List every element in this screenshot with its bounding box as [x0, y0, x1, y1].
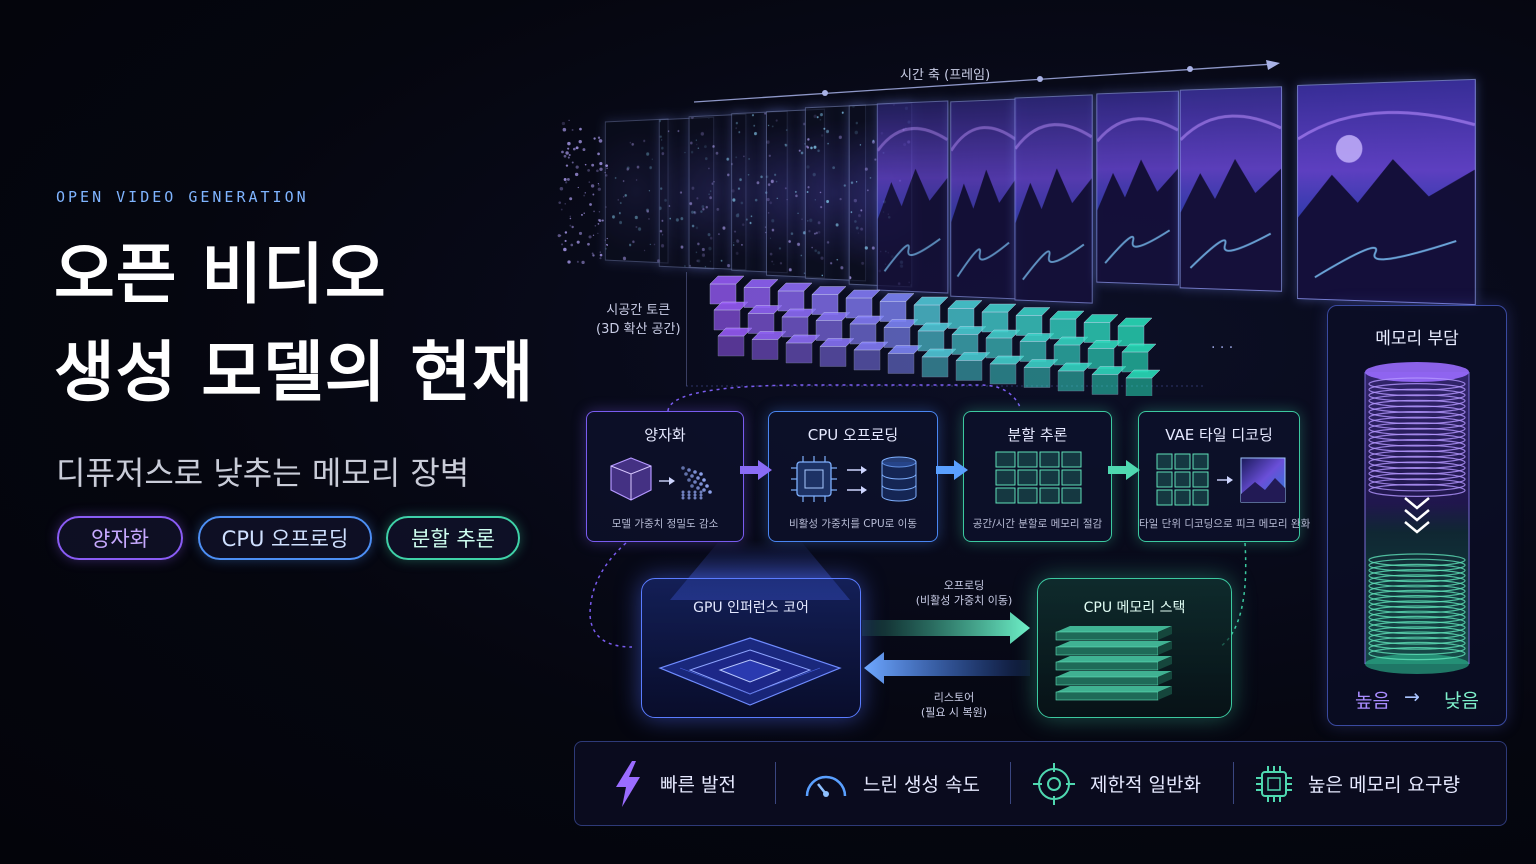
challenge-label: 제한적 일반화	[1090, 774, 1201, 796]
svg-text:· · ·: · · ·	[1211, 340, 1233, 356]
memory-arrow: →	[1404, 686, 1420, 708]
page-subtitle: 디퓨저스로 낮추는 메모리 장벽	[56, 454, 470, 492]
offload-line1: 오프로딩	[943, 579, 985, 592]
offload-line2: (비활성 가중치 이동)	[915, 594, 1013, 608]
pill-quantization: 양자화	[57, 516, 183, 560]
connector-lines	[589, 384, 1247, 648]
divider	[1010, 762, 1011, 804]
eyebrow-text: OPEN VIDEO GENERATION	[56, 188, 309, 206]
challenge-label: 느린 생성 속도	[863, 774, 980, 796]
token-label-line1: 시공간 토큰	[606, 303, 671, 318]
time-axis-label: 시간 축 (프레임)	[900, 68, 991, 83]
stage-desc: 타일 단위 디코딩으로 피크 메모리 완화	[1139, 518, 1311, 530]
video-frame	[731, 110, 788, 274]
offload-restore-arrows	[862, 612, 1030, 684]
noise-cloud	[557, 119, 608, 265]
challenge-label: 빠른 발전	[660, 774, 736, 796]
gpu-label: GPU 인퍼런스 코어	[693, 600, 809, 616]
stage-title: 분할 추론	[1007, 426, 1068, 444]
stage-split-inference: 분할 추론 공간/시간 분할로 메모리 절감	[963, 411, 1112, 542]
video-frame	[1014, 94, 1093, 304]
stage-desc: 공간/시간 분할로 메모리 절감	[972, 518, 1103, 530]
restore-line1: 리스토어	[933, 691, 975, 704]
page-title-line2: 생성 모델의 현재	[54, 334, 534, 411]
chip-icon	[1256, 765, 1292, 802]
challenge-high-memory: 높은 메모리 요구량	[1254, 741, 1460, 826]
challenge-label: 높은 메모리 요구량	[1308, 774, 1460, 796]
video-frame	[1096, 90, 1179, 286]
video-frame	[658, 116, 715, 270]
memory-low-label: 낮음	[1444, 690, 1479, 712]
divider	[775, 762, 776, 804]
stage-flow-arrows	[740, 460, 1140, 480]
gpu-chip-icon	[658, 637, 842, 706]
stage-quantization: 양자화 모델 가중치 정밀도 감소	[586, 411, 744, 542]
target-icon	[1033, 762, 1075, 805]
offload-text: 오프로딩 (비활성 가중치 이동)	[914, 578, 1014, 609]
restore-line2: (필요 시 복원)	[920, 706, 988, 720]
video-frame	[876, 100, 949, 294]
memory-high-label: 높음	[1355, 690, 1390, 712]
lightning-icon	[616, 760, 640, 807]
chip-to-database-icon	[791, 456, 917, 502]
stage-title: CPU 오프로딩	[807, 426, 899, 444]
speedometer-icon	[805, 775, 847, 797]
video-frame	[950, 98, 1017, 300]
stage-title: 양자화	[644, 426, 686, 444]
video-frame	[688, 113, 747, 271]
split-grid-icon	[995, 451, 1082, 504]
challenge-fast-progress: 빠른 발전	[610, 741, 736, 826]
challenge-slow-speed: 느린 생성 속도	[803, 741, 980, 826]
restore-text: 리스토어 (필요 시 복원)	[904, 690, 1004, 721]
video-frame	[766, 108, 825, 279]
memory-cylinder	[1364, 362, 1470, 674]
stage-vae-tile-decoding: VAE 타일 디코딩 타일 단위 디코딩으로 피크 메모리 완화	[1138, 411, 1311, 542]
stage-desc: 모델 가중치 정밀도 감소	[611, 518, 719, 530]
cpu-memory-slabs	[1055, 626, 1172, 701]
stage-title: VAE 타일 디코딩	[1165, 426, 1273, 444]
token-label: 시공간 토큰 (3D 확산 공간)	[596, 302, 681, 340]
token-label-line2: (3D 확산 공간)	[596, 321, 681, 337]
tile-to-image-icon	[1156, 453, 1286, 506]
video-frame	[604, 118, 669, 264]
stage-desc: 비활성 가중치를 CPU로 이동	[789, 518, 917, 530]
video-frame	[1297, 78, 1476, 306]
divider	[1233, 762, 1234, 804]
page-title-line1: 오픈 비디오	[54, 236, 387, 313]
cube-to-grid-icon	[610, 457, 712, 501]
challenge-limited-generalization: 제한적 일반화	[1032, 741, 1201, 826]
spatiotemporal-token-grid: · · ·	[686, 272, 1233, 396]
video-frame	[804, 104, 867, 282]
pill-split-inference: 분할 추론	[386, 516, 520, 560]
video-frame	[1179, 86, 1283, 292]
cpu-label: CPU 메모리 스택	[1083, 600, 1186, 616]
stage-cpu-offloading: CPU 오프로딩 비활성 가중치를 CPU로 이동	[768, 411, 938, 542]
pill-cpu-offloading: CPU 오프로딩	[198, 516, 372, 560]
time-axis-arrow	[693, 60, 1280, 103]
memory-title: 메모리 부담	[1375, 329, 1459, 349]
